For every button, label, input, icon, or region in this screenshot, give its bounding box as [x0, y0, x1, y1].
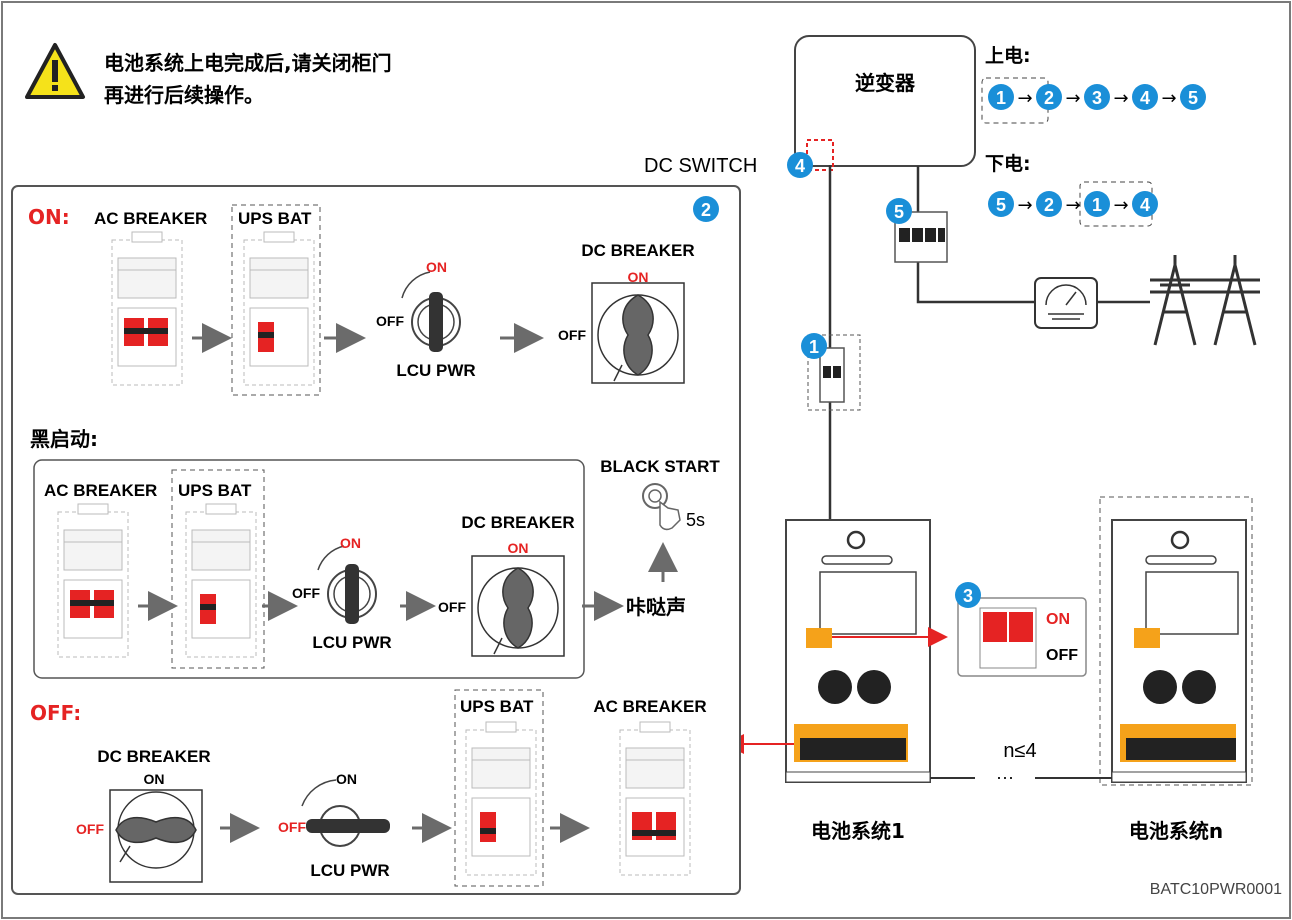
power-off-step-2-text: 2	[1044, 195, 1054, 215]
bs-dc-breaker-label: DC BREAKER	[461, 513, 574, 532]
power-on-arrow-1: →	[1017, 88, 1032, 109]
power-off-title: 下电:	[985, 152, 1031, 175]
bs-ac-breaker-label: AC BREAKER	[44, 481, 157, 500]
power-grid-pylon-icon	[1150, 255, 1260, 345]
power-off-step-1-text: 1	[1092, 195, 1102, 215]
hold-seconds: 5s	[686, 510, 705, 530]
power-on-step-3-text: 3	[1092, 88, 1102, 108]
off-lcu-pwr-label: LCU PWR	[310, 861, 389, 880]
power-on-arrow-3: →	[1113, 88, 1128, 109]
power-on-step-1-text: 1	[996, 88, 1006, 108]
warning-icon	[27, 45, 83, 97]
power-on-step-4-text: 4	[1140, 88, 1150, 108]
off-dc-breaker-label: DC BREAKER	[97, 747, 210, 766]
off-lcu-off: OFF	[278, 819, 306, 835]
off-dc-on: ON	[144, 771, 165, 787]
warning-line-2: 再进行后续操作。	[104, 83, 264, 107]
off-ups-bat-label: UPS BAT	[460, 697, 534, 716]
step-badge-3-text: 3	[963, 586, 973, 606]
click-sound-label: 咔哒声	[626, 595, 686, 619]
inverter-label: 逆变器	[855, 71, 916, 95]
off-lcu-on: ON	[336, 771, 357, 787]
bs-lcu-on: ON	[340, 535, 361, 551]
power-off-arrow-2: →	[1065, 195, 1080, 216]
on-ups-bat-label: UPS BAT	[238, 209, 312, 228]
rack-switch	[958, 598, 1086, 676]
power-off-step-4-text: 4	[1140, 195, 1150, 215]
on-ac-breaker-label: AC BREAKER	[94, 209, 207, 228]
ac-cable	[918, 262, 1035, 302]
off-ac-breaker-label: AC BREAKER	[593, 697, 706, 716]
meter-icon	[1035, 278, 1097, 328]
document-code: BATC10PWR0001	[1150, 881, 1282, 898]
step-badge-5-text: 5	[894, 202, 904, 222]
on-lcu-pwr-label: LCU PWR	[396, 361, 475, 380]
off-ups-bat	[466, 722, 536, 875]
power-on-arrow-4: →	[1161, 88, 1176, 109]
rack-switch-off: OFF	[1046, 647, 1078, 664]
dc-switch-label: DC SWITCH	[644, 155, 757, 177]
rack-switch-on: ON	[1046, 611, 1070, 628]
black-start-title: 黑启动:	[30, 427, 98, 451]
bs-lcu-off: OFF	[292, 585, 320, 601]
bs-dc-off: OFF	[438, 599, 466, 615]
battery-cabinet-1	[786, 520, 930, 782]
bs-ac-breaker	[58, 504, 128, 657]
bs-lcu-pwr-label: LCU PWR	[312, 633, 391, 652]
cabinet-1-label: 电池系统1	[811, 819, 905, 843]
power-off-arrow-3: →	[1113, 195, 1128, 216]
battery-breaker	[820, 348, 844, 402]
off-dc-off: OFF	[76, 821, 104, 837]
power-off-arrow-1: →	[1017, 195, 1032, 216]
on-dc-off: OFF	[558, 327, 586, 343]
step-badge-2-text: 2	[701, 200, 711, 220]
off-title: OFF:	[30, 701, 81, 725]
on-lcu-on: ON	[426, 259, 447, 275]
bs-ups-bat-label: UPS BAT	[178, 481, 252, 500]
off-dc-breaker	[110, 790, 202, 882]
step-badge-1-text: 1	[809, 337, 819, 357]
bs-ups-bat	[186, 504, 256, 657]
on-ac-breaker	[112, 232, 182, 385]
warning-line-1: 电池系统上电完成后,请关闭柜门	[104, 51, 392, 75]
battery-cabinet-n	[1100, 497, 1252, 785]
on-title: ON:	[28, 205, 70, 229]
black-start-label: BLACK START	[600, 457, 720, 476]
bs-dc-breaker	[472, 556, 564, 656]
power-on-title: 上电:	[985, 44, 1031, 67]
cabinet-count: n≤4	[1003, 740, 1036, 762]
off-ac-breaker	[620, 722, 690, 875]
power-off-step-5-text: 5	[996, 195, 1006, 215]
on-ups-bat	[244, 232, 314, 385]
cabinet-ellipsis: ···	[996, 767, 1014, 787]
step-badge-4-text: 4	[795, 156, 805, 176]
on-dc-breaker	[592, 283, 684, 383]
inverter-box	[795, 36, 975, 166]
power-on-step-2-text: 2	[1044, 88, 1054, 108]
power-on-sequence: 1 → 2 → 3 → 4 → 5	[988, 84, 1206, 110]
bs-dc-on: ON	[508, 540, 529, 556]
on-lcu-off: OFF	[376, 313, 404, 329]
cabinet-n-label: 电池系统n	[1129, 819, 1223, 843]
power-on-arrow-2: →	[1065, 88, 1080, 109]
on-dc-breaker-label: DC BREAKER	[581, 241, 694, 260]
power-on-step-5-text: 5	[1188, 88, 1198, 108]
power-off-sequence: 5 → 2 → 1 → 4	[988, 191, 1158, 217]
